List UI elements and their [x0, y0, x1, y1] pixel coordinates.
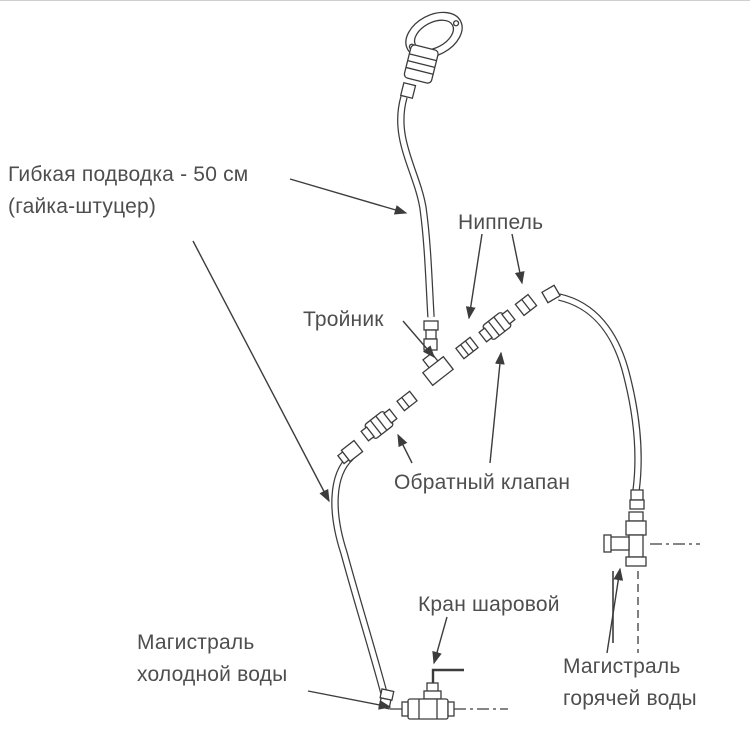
- hose-nut-left: [336, 439, 364, 465]
- nipple-label: Ниппель: [458, 211, 544, 234]
- leader-nipple-right: [511, 233, 525, 285]
- check-valve-2: [478, 309, 516, 343]
- leader-tee: [402, 320, 435, 359]
- flexible-hose-label-line1: Гибкая подводка - 50 см: [8, 163, 249, 186]
- leader-flexible-hose-upper: [289, 178, 408, 215]
- ball-valve-label: Кран шаровой: [418, 593, 560, 616]
- ball-valve: [401, 668, 464, 720]
- flexible-hose-label-line2: (гайка-штуцер): [8, 195, 157, 218]
- leader-ball-valve: [432, 616, 448, 665]
- nipple-2: [454, 336, 480, 360]
- hose-nut-right: [541, 284, 561, 304]
- cold-main-label: Магистраль холодной воды: [137, 627, 287, 691]
- leader-nipple-left: [465, 233, 483, 320]
- leader-flexible-hose-left: [192, 240, 330, 503]
- hot-water-tee: [603, 511, 647, 567]
- ball-valve-handle: [431, 668, 464, 685]
- flexible-hose-label: Гибкая подводка - 50 см (гайка-штуцер): [8, 159, 248, 223]
- right-hose-bottom-nut: [629, 489, 645, 510]
- flexible-hose-upper: [397, 95, 435, 318]
- flexible-hose-left: [331, 454, 389, 698]
- leader-check-valve-right: [489, 351, 505, 464]
- tee-label: Тройник: [303, 308, 384, 331]
- cold-main-label-line1: Магистраль: [137, 631, 255, 654]
- flexible-hose-right: [558, 293, 642, 492]
- hot-main-label: Магистраль горячей воды: [563, 651, 697, 715]
- leader-check-valve-left: [397, 433, 413, 464]
- nipple-3: [514, 293, 538, 317]
- hot-main-label-line1: Магистраль: [563, 655, 681, 678]
- leader-cold-main: [307, 690, 392, 710]
- hot-main-label-line2: горячей воды: [563, 687, 697, 710]
- tee-fitting: [421, 352, 455, 387]
- upper-hose-nut-stack: [423, 320, 439, 351]
- check-valve-label: Обратный клапан: [394, 471, 571, 494]
- leader-lines: [192, 178, 624, 710]
- leader-hot-main: [606, 567, 624, 654]
- cold-main-label-line2: холодной воды: [137, 663, 288, 686]
- nipple-1: [396, 390, 418, 412]
- faucet-fixture: [399, 11, 463, 100]
- check-valve-1: [360, 408, 398, 442]
